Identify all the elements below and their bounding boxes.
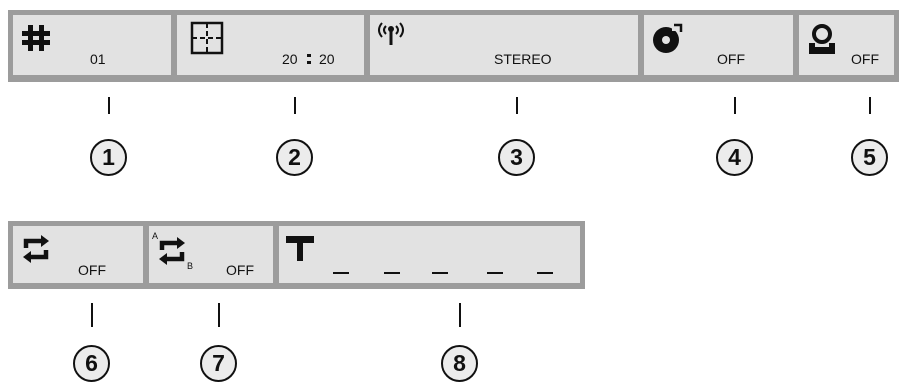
repeat-ab-value: OFF: [226, 262, 254, 278]
track-cell: 01: [13, 15, 171, 75]
audio-mode-cell: STEREO: [370, 15, 638, 75]
random-disc-icon: [653, 23, 683, 53]
text-placeholder-4: [487, 272, 503, 274]
hash-icon: [22, 25, 50, 51]
leader-line-6: [91, 303, 93, 327]
leader-line-4: [734, 97, 736, 114]
leader-line-2: [294, 97, 296, 114]
random-value: OFF: [717, 51, 745, 67]
clock-icon: [190, 21, 224, 55]
time-seconds: 20: [319, 51, 335, 67]
text-placeholder-1: [333, 272, 349, 274]
random-cell: OFF: [644, 15, 793, 75]
callout-4: 4: [716, 139, 753, 176]
callout-1: 1: [90, 139, 127, 176]
repeat-ab-a-label: A: [152, 231, 159, 241]
repeat-icon: [23, 235, 49, 263]
callout-6: 6: [73, 345, 110, 382]
callout-8: 8: [441, 345, 478, 382]
stereo-signal-icon: [378, 22, 404, 45]
text-cell: [279, 226, 580, 283]
text-placeholder-5: [537, 272, 553, 274]
callout-7: 7: [200, 345, 237, 382]
text-placeholder-3: [432, 272, 448, 274]
track-number: 01: [90, 51, 106, 67]
intro-cell: OFF: [799, 15, 894, 75]
callout-3: 3: [498, 139, 535, 176]
repeat-ab-b-label: B: [187, 261, 194, 271]
time-minutes: 20: [282, 51, 298, 67]
leader-line-3: [516, 97, 518, 114]
intro-scan-icon: [809, 24, 835, 54]
callout-5: 5: [851, 139, 888, 176]
audio-mode-value: STEREO: [494, 51, 552, 67]
leader-line-8: [459, 303, 461, 327]
time-colon: [307, 54, 311, 64]
leader-line-7: [218, 303, 220, 327]
text-placeholder-2: [384, 272, 400, 274]
repeat-value: OFF: [78, 262, 106, 278]
repeat-ab-cell: A B OFF: [149, 226, 273, 283]
text-t-icon: [286, 236, 314, 261]
leader-line-5: [869, 97, 871, 114]
repeat-ab-icon: [159, 237, 185, 265]
callout-2: 2: [276, 139, 313, 176]
intro-value: OFF: [851, 51, 879, 67]
time-cell: 20 20: [177, 15, 364, 75]
leader-line-1: [108, 97, 110, 114]
repeat-cell: OFF: [13, 226, 143, 283]
